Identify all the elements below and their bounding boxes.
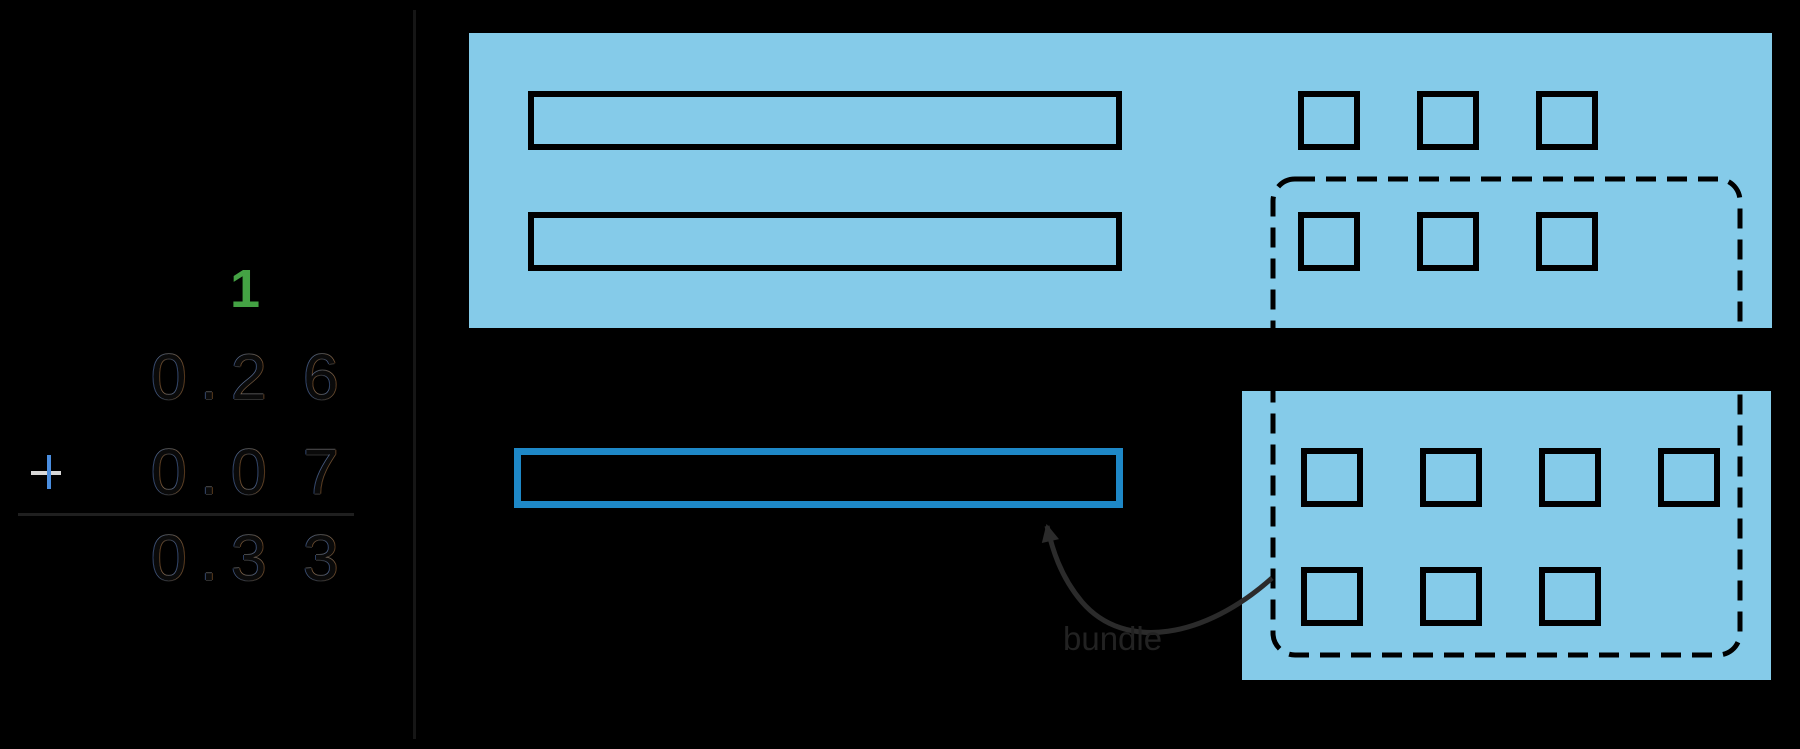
hundredth-square <box>1420 567 1482 626</box>
hundredth-square <box>1298 91 1360 150</box>
hundredth-square <box>1298 212 1360 271</box>
hundredth-square-row <box>1301 567 1601 626</box>
addend1-hundredths-digit: 6 <box>303 341 339 413</box>
sum-tenths-digit: 3 <box>231 522 267 594</box>
addend2-tenths-digit: 0 <box>231 436 267 508</box>
bundle-label: bundle <box>1063 620 1163 657</box>
hundredth-square <box>1539 448 1601 507</box>
plus-vertical-stroke <box>47 455 51 489</box>
hundredth-square <box>1536 91 1598 150</box>
hundredth-square <box>1417 212 1479 271</box>
addend2-hundredths-digit: 7 <box>303 436 339 508</box>
hundredth-square <box>1539 567 1601 626</box>
bundle-arrow <box>1041 523 1274 635</box>
hundredth-square-row <box>1301 448 1720 507</box>
column-divider-line <box>413 10 416 739</box>
sum-rule-line <box>18 513 354 516</box>
top-blocks-panel <box>469 33 1772 328</box>
carry-digit: 1 <box>230 259 261 319</box>
bottom-blocks-panel <box>1242 391 1771 680</box>
tenth-bar <box>528 91 1122 150</box>
plus-sign-text: + <box>31 455 32 456</box>
sum-decimal-point: . <box>200 522 218 594</box>
bundled-tenth-bar <box>514 448 1123 508</box>
hundredth-square <box>1420 448 1482 507</box>
sum-ones-digit: 0 <box>151 522 187 594</box>
plus-sign: + <box>31 455 67 491</box>
plus-horizontal-stroke <box>31 471 61 475</box>
hundredth-square-row <box>1298 212 1598 271</box>
hundredth-square <box>1536 212 1598 271</box>
hundredth-square <box>1417 91 1479 150</box>
hundredth-square-row <box>1298 91 1598 150</box>
addend2-ones-digit: 0 <box>151 436 187 508</box>
hundredth-square <box>1301 567 1363 626</box>
tenth-bar <box>528 212 1122 271</box>
addend1-tenths-digit: 2 <box>231 341 267 413</box>
hundredth-square <box>1301 448 1363 507</box>
addend1-ones-digit: 0 <box>151 341 187 413</box>
hundredth-square <box>1658 448 1720 507</box>
addend2-decimal-point: . <box>200 436 218 508</box>
addend1-decimal-point: . <box>200 341 218 413</box>
sum-hundredths-digit: 3 <box>303 522 339 594</box>
